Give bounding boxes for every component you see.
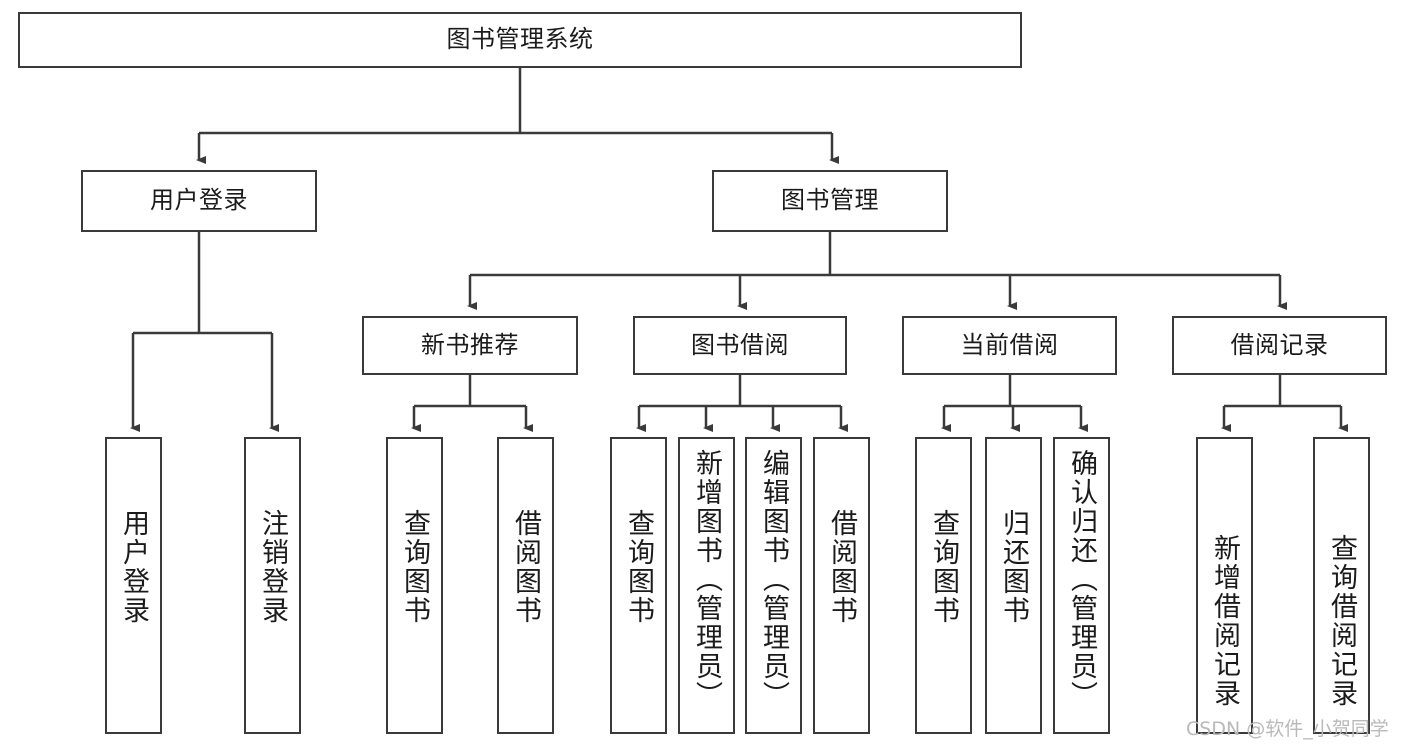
node-label: 注销登录 xyxy=(257,509,288,625)
node-new-book-recommend[interactable]: 新书推荐 xyxy=(362,316,578,375)
node-book-management[interactable]: 图书管理 xyxy=(712,170,948,232)
leaf-return-book[interactable]: 归还图书 xyxy=(985,437,1042,734)
node-label: 查询图书 xyxy=(623,509,654,625)
node-label: 借阅图书 xyxy=(510,509,541,625)
leaf-edit-book-admin[interactable]: 编辑图书（管理员） xyxy=(745,437,802,734)
node-label: 图书借阅 xyxy=(691,330,789,359)
leaf-add-book-admin[interactable]: 新增图书（管理员） xyxy=(678,437,735,734)
leaf-logout-login[interactable]: 注销登录 xyxy=(244,437,301,734)
node-label: 用户登录 xyxy=(150,186,248,215)
node-label: 编辑图书（管理员） xyxy=(758,449,789,710)
node-label: 用户登录 xyxy=(118,509,149,625)
leaf-add-borrow-record[interactable]: 新增借阅记录 xyxy=(1196,437,1253,734)
node-label: 当前借阅 xyxy=(960,330,1059,359)
leaf-borrow-book[interactable]: 借阅图书 xyxy=(813,437,870,734)
leaf-query-borrow-record[interactable]: 查询借阅记录 xyxy=(1313,437,1370,734)
node-label: 新书推荐 xyxy=(421,330,519,359)
leaf-borrow-book-recommend[interactable]: 借阅图书 xyxy=(497,437,554,734)
node-label: 新增借阅记录 xyxy=(1209,534,1240,708)
node-borrow-record[interactable]: 借阅记录 xyxy=(1172,316,1387,375)
node-label: 归还图书 xyxy=(998,509,1029,625)
leaf-query-book-current[interactable]: 查询图书 xyxy=(915,437,972,734)
leaf-query-book-recommend[interactable]: 查询图书 xyxy=(386,437,443,734)
node-label: 查询图书 xyxy=(928,509,959,625)
node-label: 确认归还（管理员） xyxy=(1066,449,1097,710)
leaf-query-book-borrow[interactable]: 查询图书 xyxy=(610,437,667,734)
node-label: 图书管理 xyxy=(781,186,879,215)
node-user-login[interactable]: 用户登录 xyxy=(81,170,317,232)
leaf-user-login[interactable]: 用户登录 xyxy=(105,437,162,734)
node-current-borrow[interactable]: 当前借阅 xyxy=(902,316,1117,375)
watermark: CSDN @软件_小贺同学 xyxy=(1186,718,1389,740)
node-label: 借阅图书 xyxy=(826,509,857,625)
node-book-borrow[interactable]: 图书借阅 xyxy=(633,316,847,375)
node-label: 新增图书（管理员） xyxy=(691,449,722,710)
node-root-system[interactable]: 图书管理系统 xyxy=(18,12,1022,68)
leaf-confirm-return-admin[interactable]: 确认归还（管理员） xyxy=(1053,437,1110,734)
node-label: 查询图书 xyxy=(399,509,430,625)
node-label: 借阅记录 xyxy=(1230,330,1329,359)
node-label: 查询借阅记录 xyxy=(1326,534,1357,708)
node-label: 图书管理系统 xyxy=(446,25,594,54)
